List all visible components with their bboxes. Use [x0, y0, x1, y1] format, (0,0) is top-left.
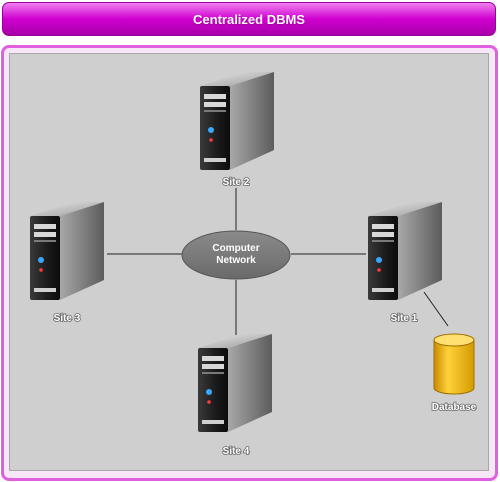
server-icon: [368, 202, 442, 300]
database-icon: [433, 333, 475, 395]
server-site-4: Site 4: [198, 334, 272, 458]
server-site-1: Site 1: [368, 202, 442, 325]
server-icon: [200, 72, 274, 170]
title-bar: Centralized DBMS: [2, 2, 496, 36]
network-label-line2: Network: [216, 255, 256, 266]
server-icon: [30, 202, 104, 300]
site-2-label: Site 2: [223, 177, 250, 188]
diagram-title: Centralized DBMS: [193, 11, 305, 27]
server-site-3: Site 3: [30, 202, 104, 325]
server-icon: [198, 334, 272, 432]
computer-network: Computer Network: [181, 230, 291, 280]
site-1-label: Site 1: [391, 313, 418, 324]
site-4-label: Site 4: [223, 446, 250, 457]
database: Database: [431, 333, 477, 414]
network-label-line1: Computer: [212, 243, 259, 254]
site-3-label: Site 3: [54, 313, 81, 324]
database-label: Database: [432, 402, 477, 413]
network-ellipse: [181, 230, 291, 280]
server-site-2: Site 2: [200, 72, 274, 189]
link-site1-database: [423, 291, 449, 327]
